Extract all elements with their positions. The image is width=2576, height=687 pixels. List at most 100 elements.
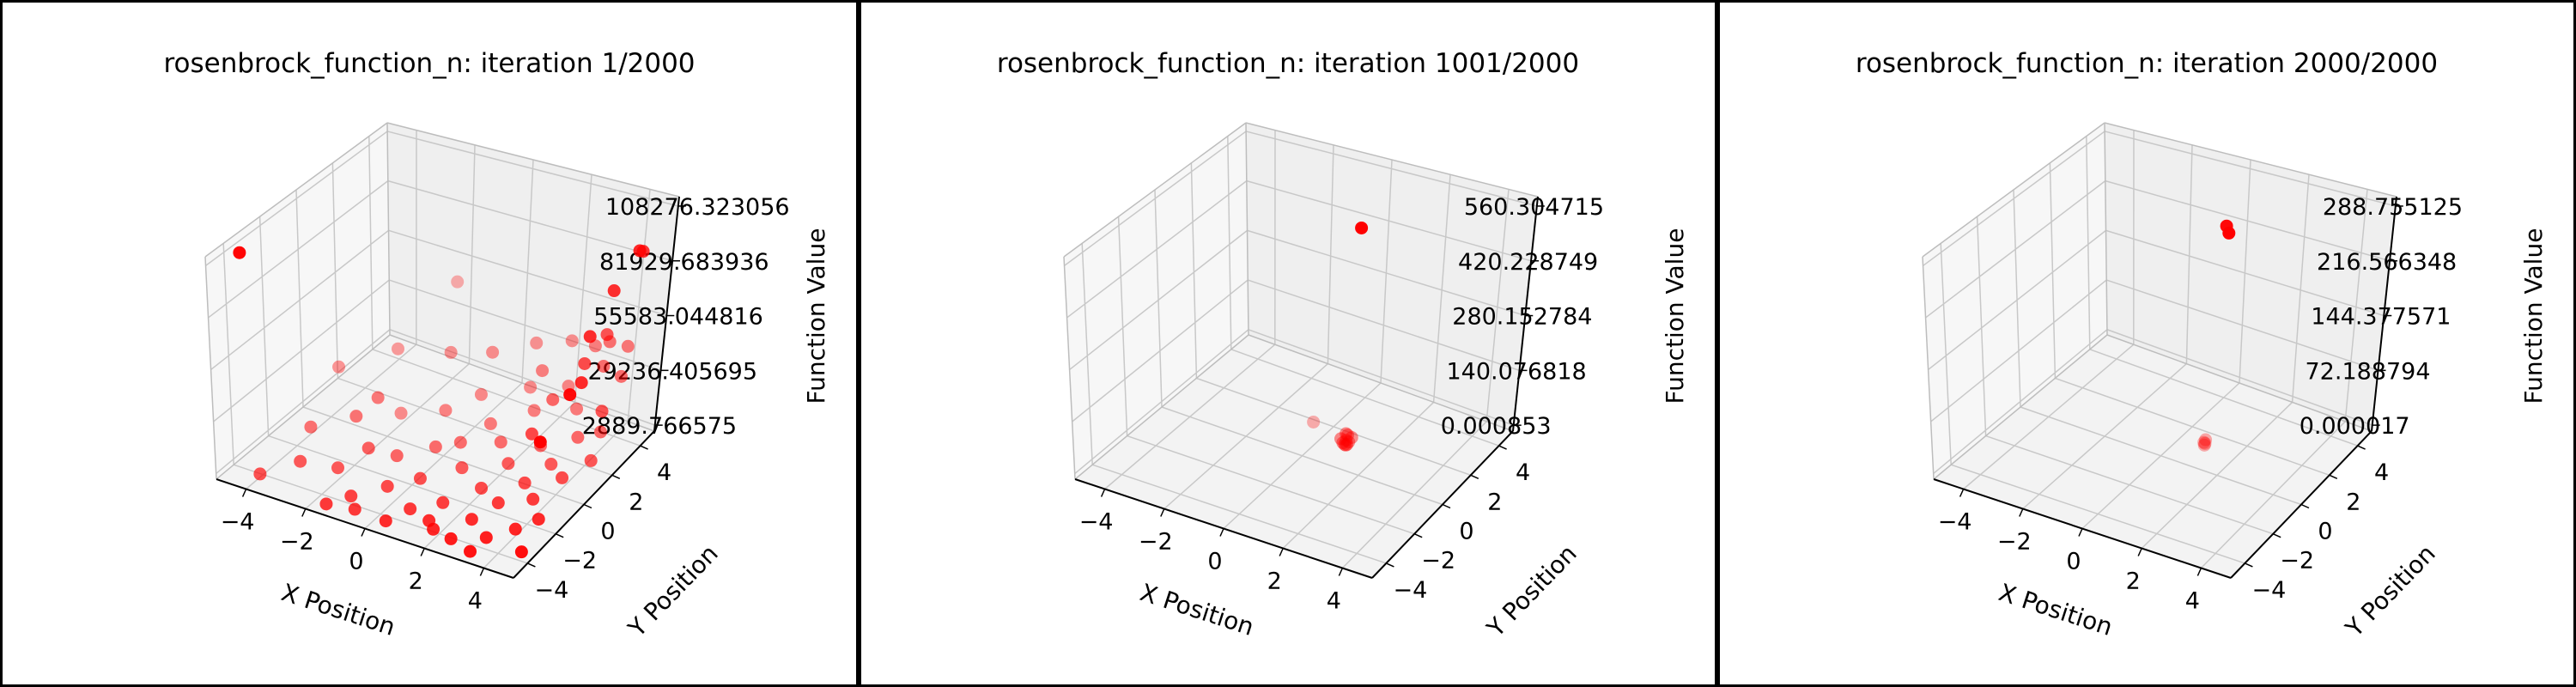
x-tick-label: −4 [1938, 509, 1972, 536]
pane-edge [1245, 122, 1249, 336]
grid-line-y [1154, 189, 1163, 408]
pane-edge [1063, 256, 1076, 480]
chart-title: rosenbrock_function_n: iteration 2000/20… [1856, 48, 2438, 79]
x-tick-label: 4 [2185, 588, 2200, 615]
pane-edge [204, 256, 217, 480]
grid-line-z [1069, 229, 1248, 371]
y-tick-mark [611, 474, 621, 479]
grid-line-y [331, 162, 339, 379]
data-point [464, 544, 477, 558]
grid-line-y [2020, 406, 2302, 506]
z-axis-line [2371, 196, 2397, 432]
z-tick-label: 81929.683936 [599, 249, 769, 276]
x-tick-label: 0 [1207, 549, 1222, 575]
x-tick-label: −4 [1079, 509, 1114, 536]
y-tick-label: 2 [1487, 489, 1502, 515]
y-tick-label: −4 [2251, 577, 2286, 604]
pane-y [387, 123, 679, 431]
y-tick-label: 0 [1459, 519, 1473, 545]
data-point [1340, 438, 1354, 452]
data-point [2198, 436, 2212, 450]
grid-line-y [233, 464, 528, 564]
grid-line-y [1190, 162, 1198, 379]
y-tick-label: −4 [1393, 577, 1427, 604]
z-tick-label: 55583.044816 [593, 304, 763, 331]
data-point [404, 502, 417, 516]
pane-edge [1922, 122, 2105, 258]
pane-edge [2104, 122, 2108, 336]
z-tick-label: 420.228749 [1458, 249, 1598, 276]
grid-line-y [1230, 349, 1499, 447]
data-point [475, 481, 489, 495]
data-point [532, 513, 545, 526]
grid-line-z [205, 131, 388, 267]
grid-line-x [2185, 144, 2193, 364]
data-point [508, 522, 522, 536]
x-tick-mark [361, 528, 366, 537]
x-tick-label: −2 [1139, 529, 1173, 556]
y-tick-mark [1498, 445, 1507, 450]
data-point [294, 454, 307, 468]
grid-line-z [2105, 229, 2385, 317]
x-tick-mark [1338, 568, 1344, 576]
grid-line-z [1933, 329, 2108, 475]
pane-edge [1074, 334, 1249, 480]
y-tick-mark [2357, 445, 2366, 450]
data-point [1340, 434, 1353, 447]
x-tick-mark [1219, 528, 1224, 537]
x-tick-label: −2 [1997, 529, 2032, 556]
data-point [361, 441, 375, 455]
x-tick-label: 0 [2066, 549, 2081, 575]
y-tick-mark [2329, 474, 2338, 479]
data-point [563, 388, 577, 402]
data-point [2197, 435, 2211, 449]
z-tick-label: 216.566348 [2317, 249, 2457, 276]
grid-line-z [1066, 180, 1248, 319]
grid-line-x [2239, 159, 2251, 384]
pane-edge [2106, 334, 2372, 432]
data-point [379, 514, 392, 528]
x-tick-label: 2 [1267, 568, 1282, 595]
z-tick-label: 144.377571 [2311, 304, 2451, 331]
data-point [491, 496, 505, 510]
data-point [465, 513, 478, 526]
x-tick-mark [241, 489, 247, 497]
grid-line-y [1081, 243, 1093, 465]
y-tick-mark [1386, 562, 1394, 568]
data-point [391, 342, 404, 356]
grid-line-y [1227, 136, 1232, 350]
grid-line-y [1091, 464, 1387, 564]
grid-line-z [1928, 229, 2106, 371]
pane-floor [1934, 335, 2372, 578]
y-tick-mark [2272, 533, 2281, 538]
data-point [474, 387, 488, 401]
data-point [1339, 438, 1352, 452]
grid-line-z [2105, 179, 2391, 262]
x-tick-mark [1160, 508, 1165, 517]
x-tick-label: 2 [409, 568, 423, 595]
data-point [394, 406, 408, 420]
data-point [349, 410, 363, 423]
data-point [597, 359, 611, 373]
x-tick-label: 0 [349, 549, 363, 575]
grid-line-z [1925, 180, 2106, 319]
pane-y [2105, 123, 2397, 431]
data-point [530, 336, 544, 350]
data-point [526, 492, 540, 506]
data-point [501, 457, 515, 471]
grid-line-y [268, 435, 556, 535]
chart-title: rosenbrock_function_n: iteration 1/2000 [163, 48, 695, 79]
grid-line-x [521, 159, 534, 384]
data-point [1345, 430, 1358, 444]
grid-line-y [1117, 216, 1128, 436]
data-point [533, 435, 547, 449]
grid-line-x [2291, 174, 2310, 403]
grid-line-y [258, 216, 270, 436]
y-tick-label: 2 [629, 489, 643, 515]
subplot-1: rosenbrock_function_n: iteration 1/2000−… [0, 0, 859, 687]
data-point [574, 376, 588, 390]
grid-line-z [1247, 229, 1526, 317]
data-point [570, 402, 584, 416]
pane-edge [386, 122, 680, 198]
data-point [556, 471, 569, 484]
